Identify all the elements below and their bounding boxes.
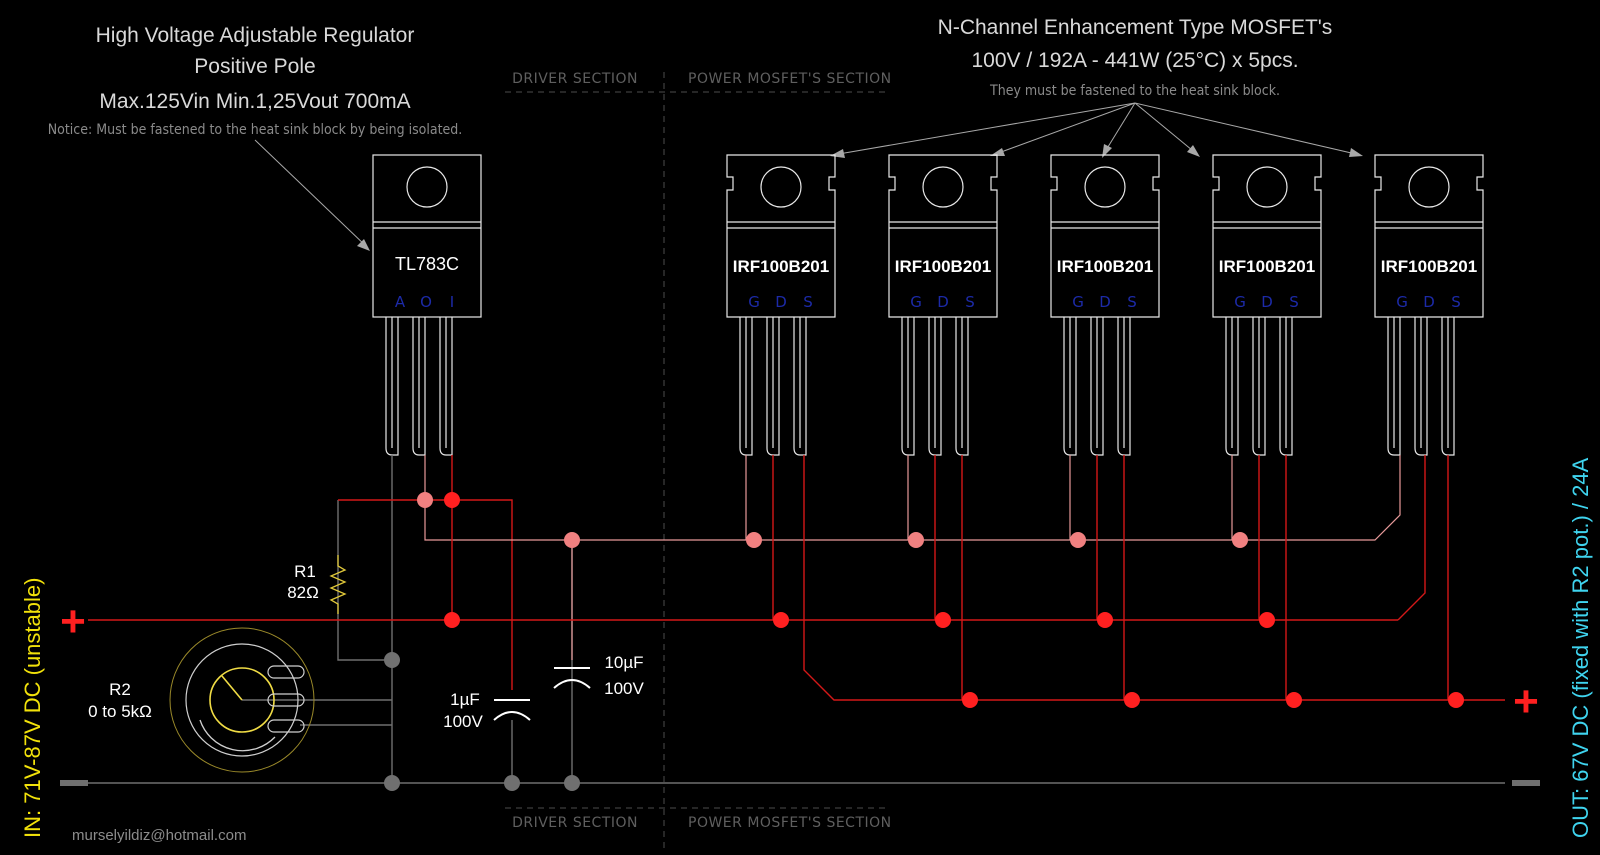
mosfet-pin-d: D (775, 293, 787, 311)
output-plus-terminal: + (1513, 677, 1539, 726)
mosfet-part-label: IRF100B201 (1381, 257, 1477, 276)
regulator-pin-a: A (395, 293, 406, 311)
mosfet-pin-d: D (1423, 293, 1435, 311)
junction-dot (444, 492, 460, 508)
junction-dot (908, 532, 924, 548)
mosfet-pin-s: S (965, 293, 975, 311)
power-section-label-bottom: POWER MOSFET'S SECTION (688, 815, 892, 831)
output-voltage-label: OUT: 67V DC (fixed with R2 pot.) / 24A (1568, 457, 1593, 838)
mosfet-pin-s: S (1451, 293, 1461, 311)
wiring (60, 455, 1505, 784)
junction-dot (564, 775, 580, 791)
mosfet-title-line1: N-Channel Enhancement Type MOSFET's (938, 16, 1333, 39)
mosfet-title-line2: 100V / 192A - 441W (25°C) x 5pcs. (971, 49, 1298, 72)
input-minus-terminal (60, 780, 88, 786)
driver-section-label-top: DRIVER SECTION (512, 71, 638, 87)
power-section-label-top: POWER MOSFET'S SECTION (688, 71, 892, 87)
c2-voltage: 100V (604, 679, 644, 698)
mosfet-pin-g: G (1072, 293, 1084, 311)
junction-dot (384, 775, 400, 791)
author-email: murselyildiz@hotmail.com (72, 827, 246, 844)
mosfet-part-label: IRF100B201 (1057, 257, 1153, 276)
regulator-title-line2: Positive Pole (194, 55, 315, 78)
junction-dot (962, 692, 978, 708)
regulator-part-label: TL783C (395, 254, 459, 274)
section-divider (505, 72, 890, 850)
junction-dot (1448, 692, 1464, 708)
junction-dot (1097, 612, 1113, 628)
driver-section-label-bottom: DRIVER SECTION (512, 815, 638, 831)
regulator-title-line3: Max.125Vin Min.1,25Vout 700mA (99, 90, 410, 113)
junction-dot (444, 612, 460, 628)
mosfet-notice: They must be fastened to the heat sink b… (989, 83, 1280, 99)
mosfet-pin-g: G (910, 293, 922, 311)
junction-dot (1124, 692, 1140, 708)
junction-dot (1232, 532, 1248, 548)
r1-value: 82Ω (287, 583, 319, 602)
regulator-title-line1: High Voltage Adjustable Regulator (96, 24, 415, 47)
junction-dot (1286, 692, 1302, 708)
mosfet-pin-s: S (1289, 293, 1299, 311)
mosfet-pin-d: D (937, 293, 949, 311)
junction-dot (384, 652, 400, 668)
regulator-pin-o: O (420, 293, 432, 311)
junction-dot (773, 612, 789, 628)
junction-dot (504, 775, 520, 791)
mosfet-pin-g: G (1234, 293, 1246, 311)
c1-value: 1µF (450, 690, 480, 709)
c2-value: 10µF (604, 653, 643, 672)
mosfet-pin-d: D (1099, 293, 1111, 311)
junction-dot (935, 612, 951, 628)
r2-value: 0 to 5kΩ (88, 702, 152, 721)
regulator-pin-i: I (450, 293, 454, 311)
output-minus-terminal (1512, 780, 1540, 786)
mosfet-pin-d: D (1261, 293, 1273, 311)
junction-dots (384, 492, 1464, 791)
junction-dot (1070, 532, 1086, 548)
mosfet-part-label: IRF100B201 (895, 257, 991, 276)
junction-dot (417, 492, 433, 508)
input-plus-terminal: + (60, 597, 86, 646)
regulator-package (372, 154, 482, 456)
mosfet-pin-s: S (1127, 293, 1137, 311)
c1-voltage: 100V (443, 712, 483, 731)
r2-potentiometer (169, 627, 315, 773)
r1-name: R1 (294, 562, 316, 581)
r2-name: R2 (109, 680, 131, 699)
mosfet-part-label: IRF100B201 (733, 257, 829, 276)
junction-dot (564, 532, 580, 548)
junction-dot (746, 532, 762, 548)
mosfet-pin-s: S (803, 293, 813, 311)
r1-resistor (329, 555, 347, 614)
junction-dot (1259, 612, 1275, 628)
c2-capacitor (553, 667, 591, 689)
mosfet-part-label: IRF100B201 (1219, 257, 1315, 276)
input-voltage-label: IN: 71V-87V DC (unstable) (20, 578, 45, 838)
regulator-notice: Notice: Must be fastened to the heat sin… (48, 122, 463, 138)
c1-capacitor (493, 699, 531, 721)
mosfet-pin-g: G (748, 293, 760, 311)
mosfet-pin-g: G (1396, 293, 1408, 311)
